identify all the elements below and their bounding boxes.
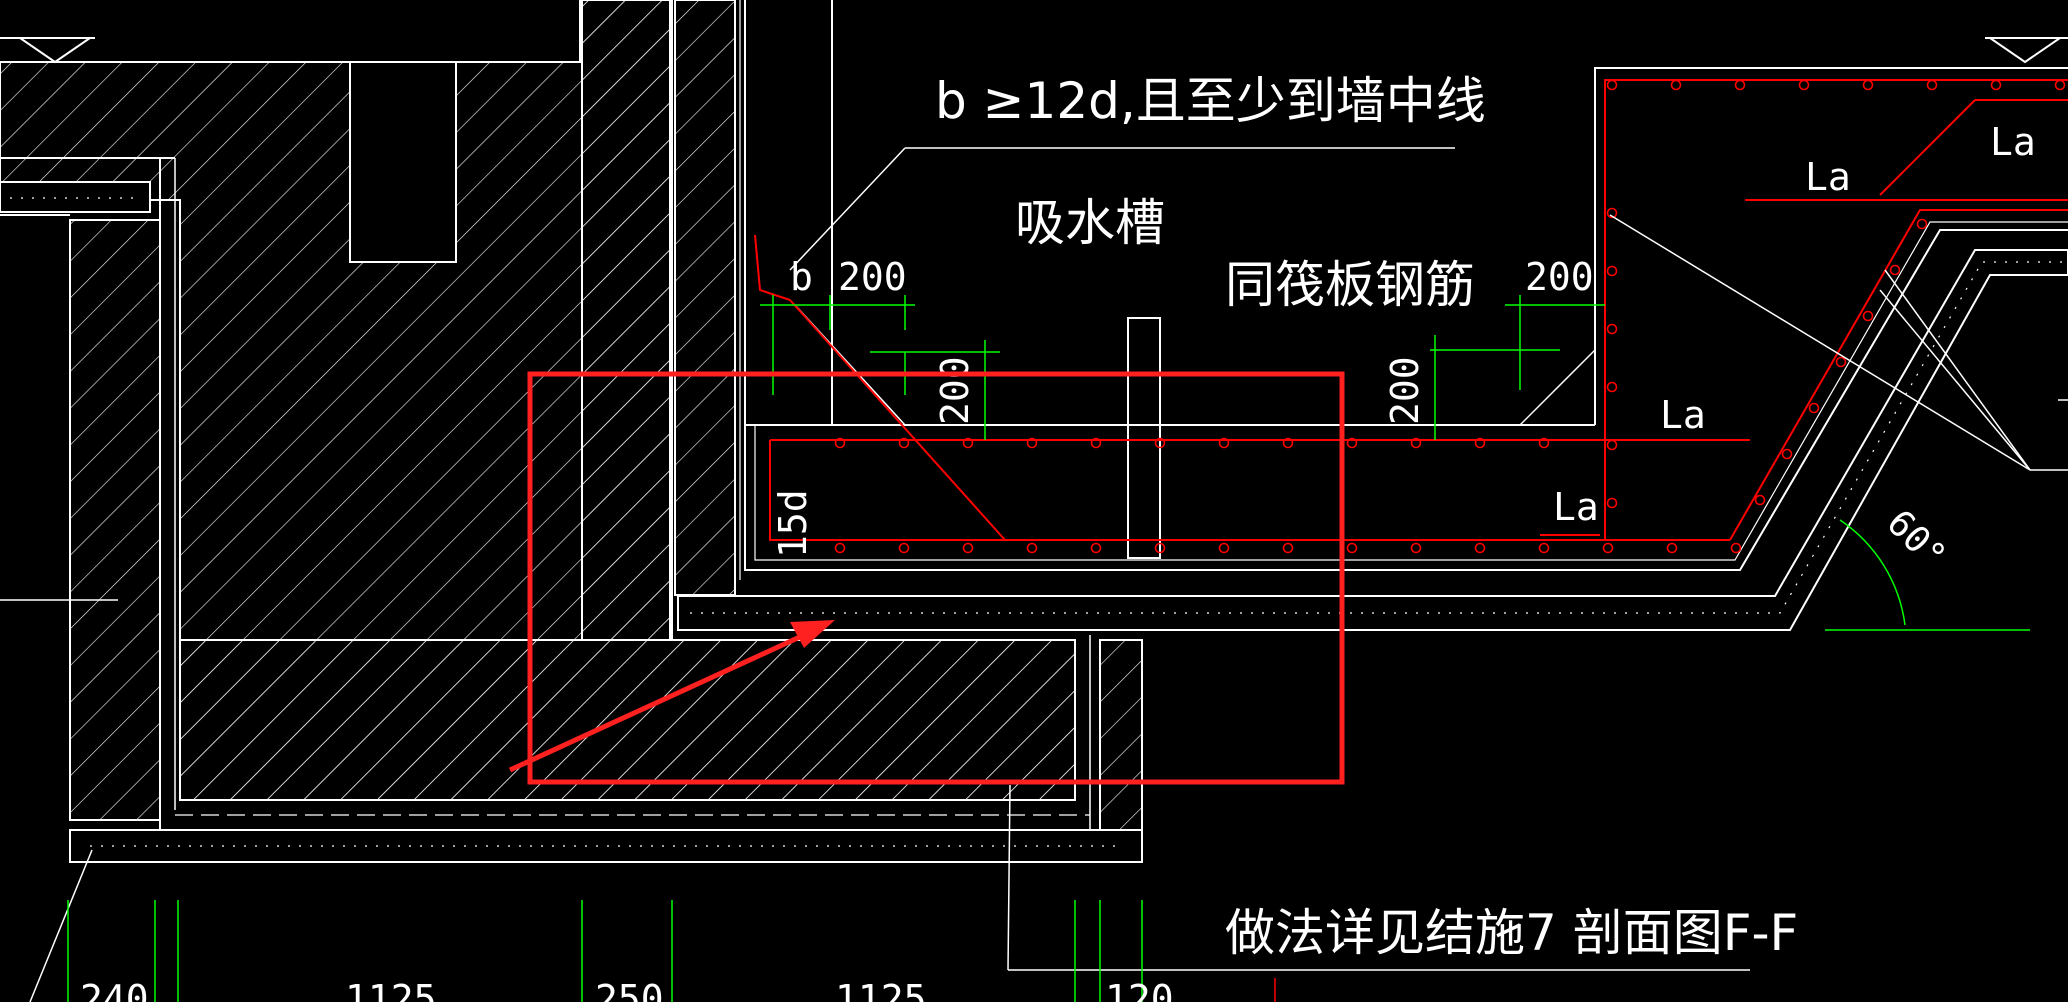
rebar-dot <box>1734 79 1746 91</box>
dim-b-label: b <box>790 255 813 299</box>
rebar-dot <box>1538 542 1550 554</box>
rebar-dot <box>1026 542 1038 554</box>
rebar-dot <box>1026 437 1038 449</box>
rebar-dot <box>1282 437 1294 449</box>
rebar-dot <box>1474 437 1486 449</box>
rebar-dot <box>1862 310 1874 322</box>
dim-200-top-left: 200 <box>838 255 907 299</box>
rebar-dot <box>1798 79 1810 91</box>
dim-200-top-right: 200 <box>1525 255 1594 299</box>
angle-60-label: 60° <box>1879 502 1954 577</box>
rebar-dot <box>2054 79 2066 91</box>
central-vertical-wall <box>581 0 833 641</box>
rebar-dot <box>1835 356 1847 368</box>
rebar-dot <box>1754 494 1766 506</box>
bottom-slab <box>160 635 1143 831</box>
rebar-dot <box>1218 542 1230 554</box>
rebar-dot <box>1474 542 1486 554</box>
rebar-dot <box>1606 265 1618 277</box>
rebar-dot <box>1606 381 1618 393</box>
dim-200-vertical-left: 200 <box>933 356 977 425</box>
rebar-lines <box>754 79 2068 541</box>
rebar-dot <box>1602 542 1614 554</box>
rebar-dot <box>834 437 846 449</box>
rebar-dot <box>1346 542 1358 554</box>
bottom-dim-5: 120 <box>1105 977 1174 1002</box>
rebar-dot <box>1282 542 1294 554</box>
rebar-dot <box>1154 437 1166 449</box>
rebar-dot <box>898 542 910 554</box>
rebar-dot <box>1606 79 1618 91</box>
rebar-dot <box>1410 437 1422 449</box>
rebar-dot <box>1090 542 1102 554</box>
cushion-layer <box>0 181 2068 863</box>
rebar-dot <box>1926 79 1938 91</box>
bottom-dim-4: 1125 <box>835 977 927 1002</box>
la-top-right: La <box>1990 120 2036 164</box>
rebar-dot <box>1218 437 1230 449</box>
rebar-dot <box>1090 437 1102 449</box>
bottom-dim-1: 240 <box>80 977 149 1002</box>
rebar-dot <box>1862 79 1874 91</box>
rebar-dot <box>1889 264 1901 276</box>
same-as-raft-label: 同筏板钢筋 <box>1225 256 1475 314</box>
bottom-dim-2: 1125 <box>345 977 437 1002</box>
la-lower: La <box>1553 485 1599 529</box>
rebar-dot <box>834 542 846 554</box>
rebar-dot <box>1606 207 1618 219</box>
rebar-dot <box>1666 542 1678 554</box>
rebar-dot <box>1916 218 1928 230</box>
dim-200-vertical-right: 200 <box>1383 356 1427 425</box>
left-concrete-wall <box>0 0 1076 830</box>
rebar-dot <box>898 437 910 449</box>
leader-lines <box>29 147 2068 1002</box>
rebar-dot <box>962 437 974 449</box>
la-middle: La <box>1660 393 1706 437</box>
highlight-arrow-shaft <box>508 627 817 773</box>
rebar-dot <box>1538 437 1550 449</box>
rebar-dot <box>1990 79 2002 91</box>
sump-pit <box>0 37 2068 571</box>
anchorage-note: b ≥12d,且至少到墙中线 <box>935 72 1486 130</box>
highlight-arrow-head <box>790 620 835 648</box>
highlight-box <box>527 371 1345 785</box>
rebar-dot <box>1606 439 1618 451</box>
rebar-dot <box>1606 323 1618 335</box>
rebar-dot <box>1410 542 1422 554</box>
highlight-markup <box>508 371 1345 785</box>
annotation-texts: b ≥12d,且至少到墙中线 吸水槽 同筏板钢筋 做法详见结施7 剖面图F-F … <box>80 72 2036 1002</box>
rebar-dot <box>1346 437 1358 449</box>
rebar-dot <box>1781 448 1793 460</box>
rebar-dot <box>962 542 974 554</box>
rebar-dot <box>1606 497 1618 509</box>
detail-reference-label: 做法详见结施7 剖面图F-F <box>1225 904 1798 962</box>
dimension-lines <box>67 295 2030 1002</box>
rebar-dots <box>834 79 2066 554</box>
dim-15d-label: 15d <box>771 489 815 558</box>
rebar-dot <box>1670 79 1682 91</box>
rebar-dot <box>1808 402 1820 414</box>
rebar-dot <box>1154 542 1166 554</box>
sump-label: 吸水槽 <box>1015 194 1165 252</box>
rebar-dot <box>1730 542 1742 554</box>
la-upper: La <box>1805 155 1851 199</box>
bottom-dim-3: 250 <box>595 977 664 1002</box>
